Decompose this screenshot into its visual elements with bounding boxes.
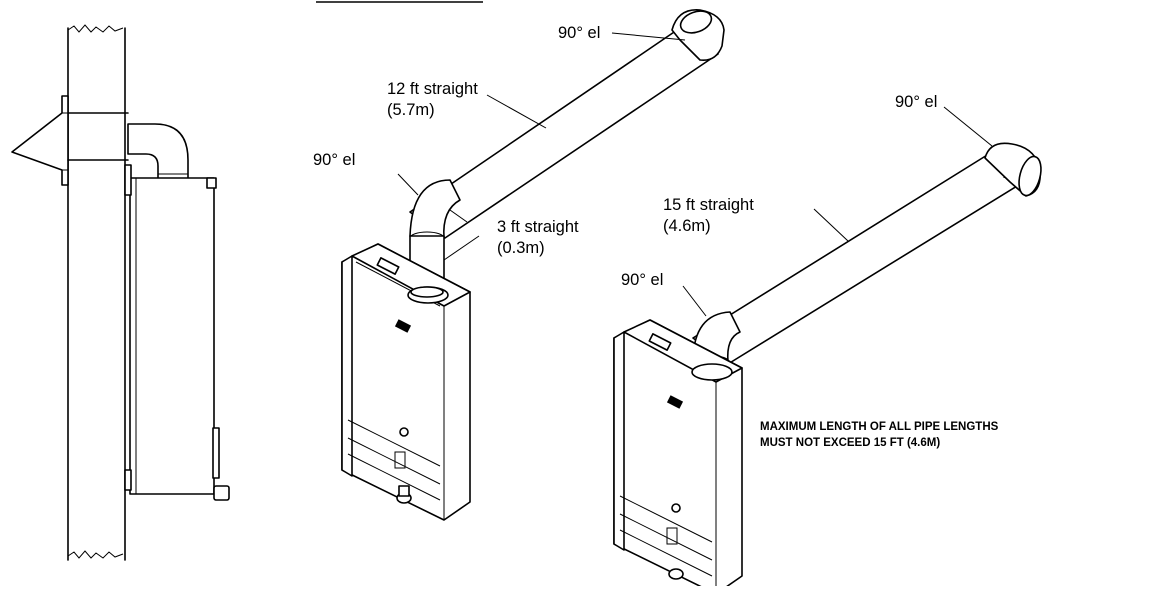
water-heater-1 — [341, 243, 471, 521]
water-heater-2 — [613, 319, 743, 591]
configuration-15ft — [613, 142, 1042, 591]
leader-lines — [397, 32, 993, 317]
wall-section — [67, 24, 126, 561]
label-15ft-metric: (4.6m) — [663, 217, 711, 235]
labels: 90° el 12 ft straight (5.7m) 90° el 3 ft… — [313, 24, 937, 289]
label-3ft-metric: (0.3m) — [497, 239, 545, 257]
side-view-installation — [11, 24, 230, 561]
label-el-left-mid: 90° el — [313, 151, 355, 169]
elbow-top — [671, 9, 725, 62]
label-12ft-metric: (5.7m) — [387, 101, 435, 119]
label-el-top: 90° el — [558, 24, 600, 42]
pipe-15ft-straight — [692, 151, 1031, 365]
label-12ft: 12 ft straight — [387, 80, 478, 98]
max-length-note: MAXIMUM LENGTH OF ALL PIPE LENGTHS MUST … — [760, 421, 999, 449]
label-15ft: 15 ft straight — [663, 196, 754, 214]
label-3ft: 3 ft straight — [497, 218, 579, 236]
note-line-2: MUST NOT EXCEED 15 FT (4.6M) — [760, 437, 940, 449]
configuration-3ft-12ft — [341, 9, 725, 521]
label-el-right-top: 90° el — [895, 93, 937, 111]
note-line-1: MAXIMUM LENGTH OF ALL PIPE LENGTHS — [760, 421, 999, 433]
side-view-elbow — [127, 123, 189, 183]
wall-vent-terminal — [11, 95, 129, 186]
label-el-right-low: 90° el — [621, 271, 663, 289]
side-view-heater — [124, 164, 230, 501]
elbow-far — [984, 142, 1042, 197]
